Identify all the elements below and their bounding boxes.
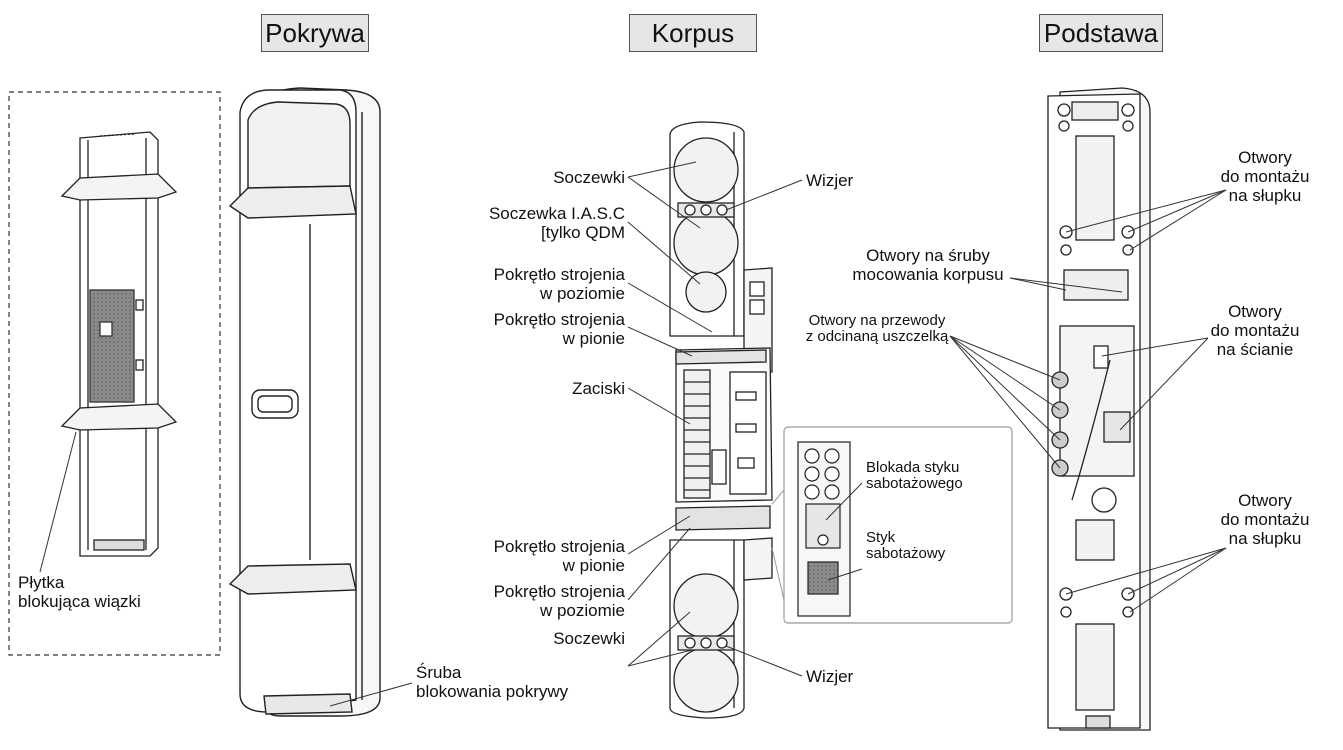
label-line: Otwory na przewody [808, 312, 946, 329]
label-lenses-top: Soczewki [553, 168, 625, 187]
base-view [1047, 87, 1151, 731]
label-sight-top: Wizjer [806, 171, 853, 190]
lens-top-1 [673, 137, 739, 203]
lens-top-2 [673, 210, 739, 276]
label-line: Soczewki [553, 629, 625, 648]
label-line: Śruba [416, 663, 462, 682]
label-v-knob-bot: Pokrętło strojenia w pionie [494, 537, 625, 575]
label-line: Otwory [1238, 148, 1292, 167]
label-pole-holes-top: Otwory do montażu na słupku [1210, 148, 1320, 205]
label-line: Zaciski [572, 379, 625, 398]
header-body: Korpus [629, 14, 757, 52]
label-h-knob-bot: Pokrętło strojenia w poziomie [494, 582, 625, 620]
label-line: Wizjer [806, 171, 854, 190]
label-line: na ścianie [1216, 340, 1294, 359]
label-line: Wizjer [806, 667, 854, 686]
label-sight-bot: Wizjer [806, 667, 853, 686]
label-line: do montażu [1210, 321, 1300, 340]
label-line: do montażu [1220, 510, 1310, 529]
label-pole-holes-bot: Otwory do montażu na słupku [1210, 491, 1320, 548]
label-line: Blokada styku [866, 459, 960, 476]
label-line: na słupku [1228, 529, 1302, 548]
label-line: blokowania pokrywy [416, 682, 569, 701]
base-leaders [949, 189, 1227, 613]
label-line: sabotażowego [866, 475, 963, 492]
header-base: Podstawa [1039, 14, 1163, 52]
body-leaders [627, 161, 863, 677]
label-line: z odcinaną uszczelką [805, 328, 949, 345]
leader-cover-screw [329, 682, 413, 707]
leader-beam-plate [39, 431, 77, 573]
label-v-knob-top: Pokrętło strojenia w pionie [494, 310, 625, 348]
label-wall-holes: Otwory do montażu na ścianie [1200, 302, 1310, 359]
label-line: w pionie [562, 329, 625, 348]
label-body-screw-holes: Otwory na śruby mocowania korpusu [843, 246, 1013, 284]
label-line: sabotażowy [866, 545, 946, 562]
label-beam-plate: Płytka blokująca wiązki [18, 573, 141, 611]
label-line: mocowania korpusu [852, 265, 1004, 284]
label-terminals: Zaciski [572, 379, 625, 398]
label-line: Otwory [1238, 491, 1292, 510]
label-line: Otwory na śruby [866, 246, 990, 265]
label-line: blokująca wiązki [18, 592, 141, 611]
lens-bot-1 [673, 573, 739, 639]
label-line: Płytka [18, 573, 65, 592]
body-view [669, 121, 773, 719]
label-tamper-switch: Styk sabotażowy [866, 530, 945, 562]
beam-blocking-plate [89, 289, 135, 403]
label-line: do montażu [1220, 167, 1310, 186]
label-line: w poziomie [539, 284, 625, 303]
label-cable-holes: Otwory na przewody z odcinaną uszczelką [800, 313, 954, 345]
label-line: Otwory [1228, 302, 1282, 321]
label-iasc-lens: Soczewka I.A.S.C [tylko QDM [489, 204, 625, 242]
label-line: Pokrętło strojenia [493, 265, 625, 284]
label-tamper-lock: Blokada styku sabotażowego [866, 460, 963, 492]
lens-bot-2 [673, 647, 739, 713]
label-lenses-bot: Soczewki [553, 629, 625, 648]
lens-iasc [685, 271, 727, 313]
label-line: Soczewki [553, 168, 625, 187]
label-h-knob-top: Pokrętło strojenia w poziomie [494, 265, 625, 303]
cover-inner-view [60, 131, 178, 557]
label-line: Styk [866, 529, 896, 546]
label-line: w pionie [562, 556, 625, 575]
label-line: Soczewka I.A.S.C [488, 204, 625, 223]
label-line: [tylko QDM [540, 223, 625, 242]
label-cover-screw: Śruba blokowania pokrywy [416, 663, 568, 701]
label-line: w poziomie [539, 601, 625, 620]
label-line: Pokrętło strojenia [493, 537, 625, 556]
cover-main-view [228, 87, 381, 717]
label-line: Pokrętło strojenia [493, 582, 625, 601]
tamper-inset [783, 426, 1013, 624]
header-cover: Pokrywa [261, 14, 369, 52]
label-line: Pokrętło strojenia [493, 310, 625, 329]
label-line: na słupku [1228, 186, 1302, 205]
